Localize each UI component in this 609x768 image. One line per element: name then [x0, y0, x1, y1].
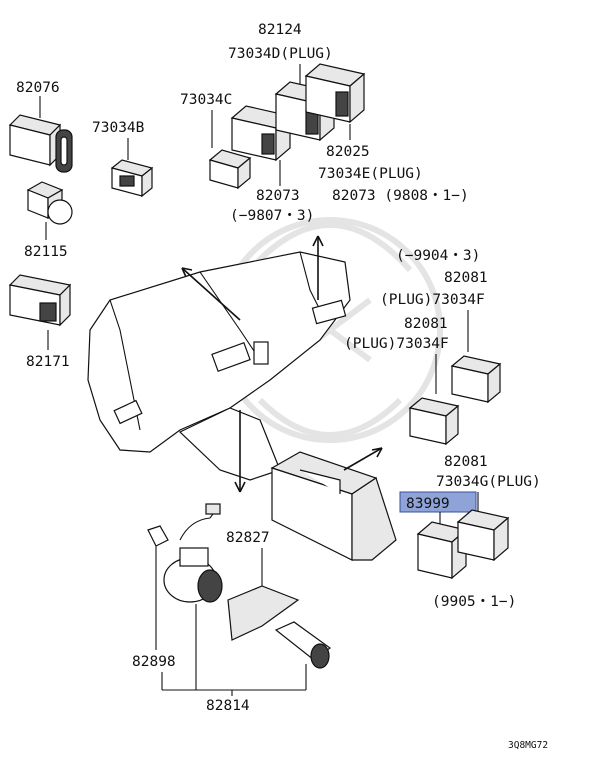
part-82115-knob — [26, 181, 73, 225]
label-73034E: 73034E(PLUG) — [318, 166, 423, 182]
label-9807: (−9807・3) — [230, 208, 314, 224]
part-82898-clip — [147, 525, 169, 547]
label-9905: (9905・1−) — [432, 594, 516, 610]
footer-code: 3Q8MG72 — [508, 740, 548, 751]
pointer-arrows — [181, 235, 383, 493]
label-82827: 82827 — [226, 530, 270, 546]
label-82081-b: 82081 — [404, 316, 448, 332]
label-9904: (−9904・3) — [396, 248, 480, 264]
part-82814-socket — [163, 503, 223, 603]
center-console — [270, 451, 397, 561]
label-73034G: 73034G(PLUG) — [436, 474, 541, 490]
part-82081-lower — [408, 397, 460, 446]
label-82898: 82898 — [132, 654, 176, 670]
label-82081-a: 82081 — [444, 270, 488, 286]
part-82171-switch — [8, 274, 72, 327]
label-73034B: 73034B — [92, 120, 145, 136]
label-73034C: 73034C — [180, 92, 232, 108]
label-82814: 82814 — [206, 698, 250, 714]
label-82115: 82115 — [24, 244, 68, 260]
label-83999[interactable]: 83999 — [406, 496, 450, 512]
part-73034B-plug — [110, 159, 154, 198]
part-73034C-plug — [208, 149, 252, 190]
part-82073-switch — [230, 105, 292, 162]
label-82076: 82076 — [16, 80, 60, 96]
part-82081-plug-g — [456, 509, 510, 562]
label-82171: 82171 — [26, 354, 70, 370]
highlight-83999[interactable] — [399, 491, 477, 513]
label-73034F-a: (PLUG)73034F — [380, 292, 485, 308]
label-82073-9808: 82073 (9808・1−) — [332, 188, 469, 204]
part-82814-lighter — [274, 621, 332, 669]
label-73034D: 73034D(PLUG) — [228, 46, 333, 62]
part-82025-switch — [304, 63, 366, 124]
part-82827-bezel — [227, 585, 300, 641]
label-82025: 82025 — [326, 144, 370, 160]
label-82081-c: 82081 — [444, 454, 488, 470]
dashboard-panel — [87, 251, 351, 481]
part-82076-switch — [8, 114, 73, 173]
label-73034F-b: (PLUG)73034F — [344, 336, 449, 352]
label-82124: 82124 — [258, 22, 302, 38]
part-82081-upper — [450, 355, 502, 404]
label-82073: 82073 — [256, 188, 300, 204]
